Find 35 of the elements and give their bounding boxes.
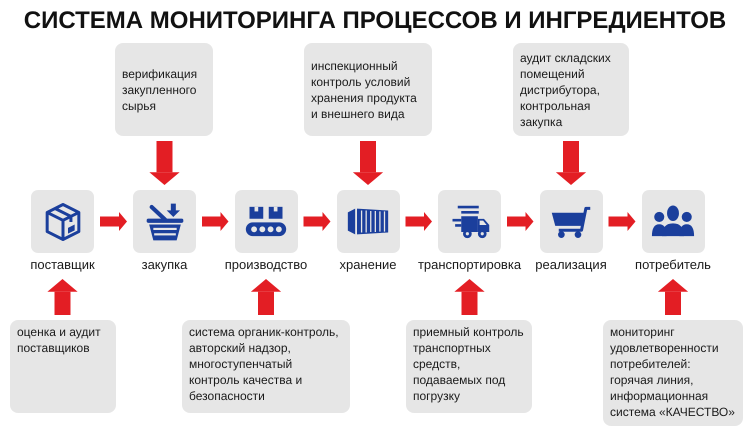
arrow	[352, 141, 384, 185]
arrow	[556, 141, 586, 185]
card-text: инспекционный контроль условий хранения продукта и внешнего вида	[311, 58, 418, 122]
arrow	[454, 279, 485, 315]
step-label: закупка	[142, 257, 188, 273]
info-card	[115, 43, 213, 136]
arrow	[406, 212, 432, 231]
info-card	[304, 43, 432, 136]
step-label: хранение	[339, 257, 397, 273]
info-card	[603, 320, 743, 426]
card-text: верификация закупленного сырья	[122, 66, 198, 114]
diagram-title: СИСТЕМА МОНИТОРИНГА ПРОЦЕССОВ И ИНГРЕДИЕНТОВ	[24, 7, 726, 35]
step-label: транспортировка	[418, 257, 522, 273]
arrow	[202, 212, 228, 231]
info-card	[182, 320, 350, 413]
step-label: производство	[224, 257, 308, 273]
arrow	[304, 212, 330, 231]
step-label: поставщик	[30, 257, 95, 273]
card-text: система органик-контроль, авторский надзор, многоступенчатый контроль качества и безопасности	[189, 324, 340, 404]
step-label: реализация	[535, 257, 607, 273]
card-text: мониторинг удовлетворенности потребителей: горячая линия, информационная система «КАЧЕСТВО»	[610, 324, 736, 420]
arrow	[149, 141, 180, 185]
arrow	[250, 279, 282, 315]
arrow	[608, 212, 636, 231]
info-card	[513, 43, 629, 136]
card-text: оценка и аудит поставщиков	[17, 324, 102, 356]
arrow	[47, 279, 78, 315]
info-card	[10, 320, 116, 413]
card-text: аудит складских помещений дистрибутора, контрольная закупка	[520, 50, 612, 130]
info-card	[406, 320, 532, 413]
step-label: потребитель	[635, 257, 711, 273]
arrow	[507, 212, 534, 231]
arrow	[658, 279, 688, 315]
card-text: приемный контроль транспортных средств, подаваемых под погрузку	[413, 324, 525, 404]
arrow	[100, 212, 127, 231]
